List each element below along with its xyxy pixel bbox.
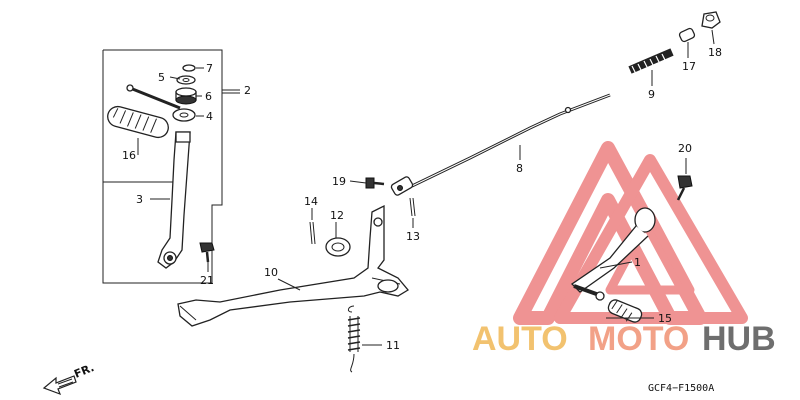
- front-direction-marker: FR.: [42, 361, 96, 396]
- part-8-brake-rod: [390, 93, 611, 196]
- callout-19: 19: [332, 175, 346, 188]
- part-17-joint: [678, 27, 696, 43]
- callout-7: 7: [206, 62, 213, 75]
- part-3-kick-arm: [157, 131, 191, 269]
- callout-16: 16: [122, 149, 136, 162]
- watermark-hub: HUB: [702, 320, 776, 358]
- figure-code: GCF4−F1500A: [648, 383, 714, 394]
- watermark-text: AUTO MOTO HUB: [472, 320, 776, 358]
- callout-labels: 1 2 3 4 5 6 7 8 9 10 11 12 13 14 15 16 1…: [122, 46, 722, 352]
- part-18-nut: [701, 11, 721, 29]
- callout-2: 2: [244, 84, 251, 97]
- watermark-auto: AUTO: [472, 320, 568, 358]
- part-6-spacer: [175, 87, 197, 105]
- callout-9: 9: [648, 88, 655, 101]
- callout-10: 10: [264, 266, 278, 279]
- front-marker-label: FR.: [72, 361, 96, 381]
- callout-17: 17: [682, 60, 696, 73]
- callout-18: 18: [708, 46, 722, 59]
- part-21-bolt: [199, 242, 215, 263]
- part-15-rubber: [607, 299, 643, 323]
- part-7-nut: [182, 64, 196, 72]
- kick-lever-assembly: [102, 49, 240, 284]
- part-1-arm: [570, 207, 656, 301]
- part-12-washer: [325, 237, 351, 257]
- callout-4: 4: [206, 110, 213, 123]
- callout-11: 11: [386, 339, 400, 352]
- part-16-grip: [107, 105, 169, 152]
- callout-14: 14: [304, 195, 318, 208]
- part-4-boss: [172, 108, 196, 122]
- callout-3: 3: [136, 193, 143, 206]
- callout-21: 21: [200, 274, 214, 287]
- callout-15: 15: [658, 312, 672, 325]
- leader-lines: [137, 29, 715, 346]
- part-13-pin: [409, 197, 416, 217]
- callout-5: 5: [158, 71, 165, 84]
- callout-8: 8: [516, 162, 523, 175]
- callout-1: 1: [634, 256, 641, 269]
- part-2-bolt: [126, 84, 181, 110]
- callout-6: 6: [205, 90, 212, 103]
- callout-20: 20: [678, 142, 692, 155]
- callout-13: 13: [406, 230, 420, 243]
- part-11-spring: [347, 305, 361, 373]
- part-10-brake-pedal: [177, 204, 409, 327]
- part-5-washer: [176, 75, 196, 85]
- part-20-bolt: [676, 175, 693, 201]
- part-9-spring: [628, 48, 674, 75]
- watermark-moto: MOTO: [588, 320, 689, 358]
- part-14-cotter-pin: [309, 221, 316, 245]
- part-19-pin: [365, 177, 385, 189]
- callout-12: 12: [330, 209, 344, 222]
